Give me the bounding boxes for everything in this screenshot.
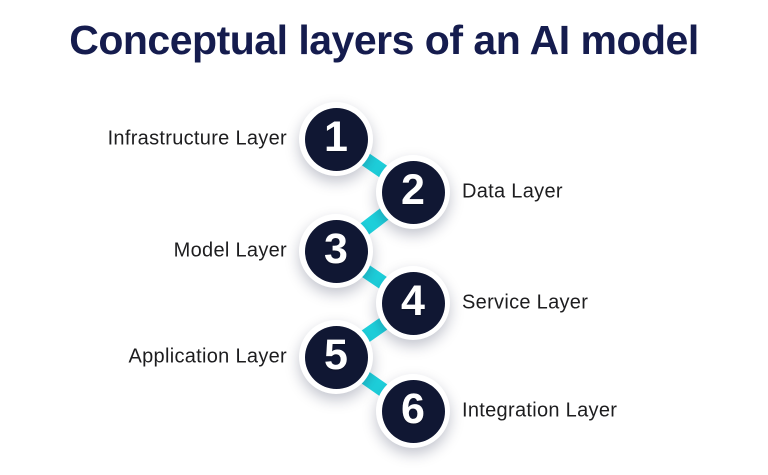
page-title: Conceptual layers of an AI model xyxy=(69,17,699,63)
layer-circle-4: 4 xyxy=(376,266,450,340)
layer-label-application: Application Layer xyxy=(128,345,287,368)
layer-circle-1: 1 xyxy=(299,102,373,176)
layer-number-5: 5 xyxy=(324,331,348,379)
layer-circle-2: 2 xyxy=(376,155,450,229)
layer-circle-5: 5 xyxy=(299,320,373,394)
layer-number-1: 1 xyxy=(324,113,348,161)
layer-label-model: Model Layer xyxy=(173,239,287,262)
layer-circle-3: 3 xyxy=(299,214,373,288)
layer-circle-6-fill: 6 xyxy=(381,379,445,443)
layer-label-data: Data Layer xyxy=(462,180,563,203)
layer-circle-4-fill: 4 xyxy=(381,271,445,335)
layer-number-3: 3 xyxy=(324,225,348,273)
layer-number-6: 6 xyxy=(401,385,425,433)
layer-circle-2-fill: 2 xyxy=(381,160,445,224)
layer-circle-6: 6 xyxy=(376,374,450,448)
layer-label-service: Service Layer xyxy=(462,291,589,314)
layer-circle-1-fill: 1 xyxy=(304,107,368,171)
layer-label-integration: Integration Layer xyxy=(462,399,618,422)
layer-number-4: 4 xyxy=(401,277,425,325)
layer-label-infrastructure: Infrastructure Layer xyxy=(107,127,287,150)
layer-circle-5-fill: 5 xyxy=(304,325,368,389)
layer-number-2: 2 xyxy=(401,166,425,214)
layer-circle-3-fill: 3 xyxy=(304,219,368,283)
